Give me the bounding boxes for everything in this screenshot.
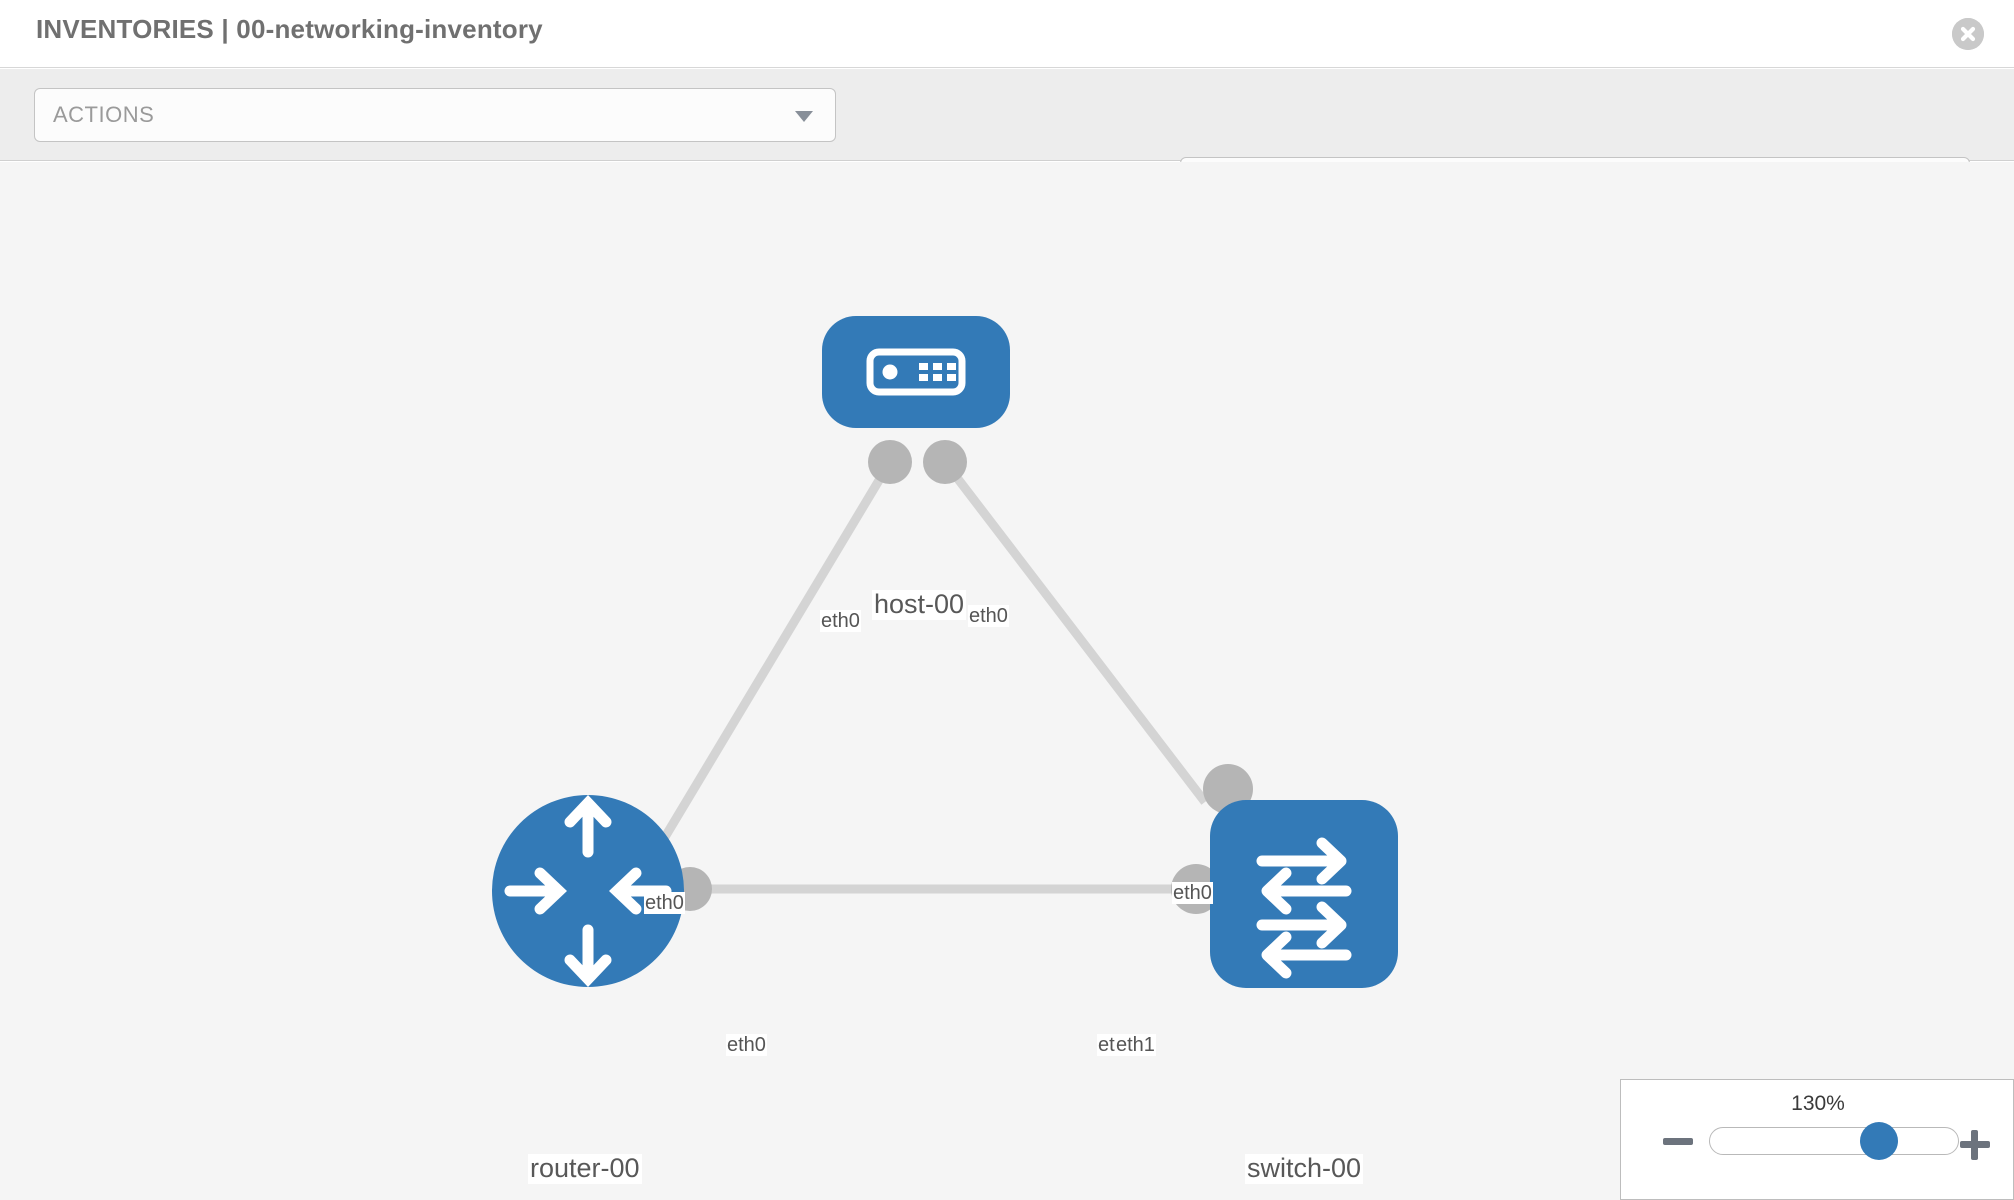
close-icon[interactable] xyxy=(1952,18,1984,50)
zoom-control-panel: 130% xyxy=(1620,1079,2014,1200)
interface-label-switch-eth0-uplink: eth0 xyxy=(1172,882,1213,904)
interface-label-router-eth0-uplink: eth0 xyxy=(644,892,685,914)
zoom-level-value: 130% xyxy=(1791,1092,1845,1115)
node-label-switch-00: switch-00 xyxy=(1245,1153,1364,1184)
node-label-router-00: router-00 xyxy=(528,1153,642,1184)
interface-handle[interactable] xyxy=(923,440,967,484)
topology-canvas[interactable]: host-00 router-00 switch-00 eth0 eth0 et… xyxy=(0,162,2014,1200)
switch-arrows-icon xyxy=(1256,837,1352,979)
node-router-00[interactable] xyxy=(492,795,684,987)
interface-handle[interactable] xyxy=(868,440,912,484)
actions-dropdown[interactable]: ACTIONS xyxy=(34,88,836,142)
zoom-slider[interactable] xyxy=(1709,1127,1959,1155)
server-icon xyxy=(866,348,966,396)
interface-label-router-eth0: eth0 xyxy=(726,1034,767,1056)
actions-dropdown-label: ACTIONS xyxy=(53,102,155,127)
interface-label-switch-eth1: eth1 xyxy=(1115,1034,1156,1056)
page-header: INVENTORIES | 00-networking-inventory xyxy=(0,0,2014,68)
link-host-switch[interactable] xyxy=(941,459,1209,805)
chevron-down-icon xyxy=(795,111,813,122)
node-host-00[interactable] xyxy=(822,316,1010,428)
toolbar: ACTIONS SEARCH xyxy=(0,69,2014,211)
interface-label-host-eth0-left: eth0 xyxy=(820,610,861,632)
minus-icon[interactable] xyxy=(1661,1128,1695,1159)
node-label-host-00: host-00 xyxy=(872,589,967,620)
link-host-router[interactable] xyxy=(646,459,894,865)
node-switch-00[interactable] xyxy=(1210,800,1398,988)
topology-graph xyxy=(492,316,1398,988)
interface-label-host-eth0-right: eth0 xyxy=(968,605,1009,627)
plus-icon[interactable] xyxy=(1958,1128,1992,1165)
router-arrows-icon xyxy=(504,795,672,987)
page-title: INVENTORIES | 00-networking-inventory xyxy=(36,14,543,44)
zoom-slider-thumb[interactable] xyxy=(1860,1122,1898,1160)
